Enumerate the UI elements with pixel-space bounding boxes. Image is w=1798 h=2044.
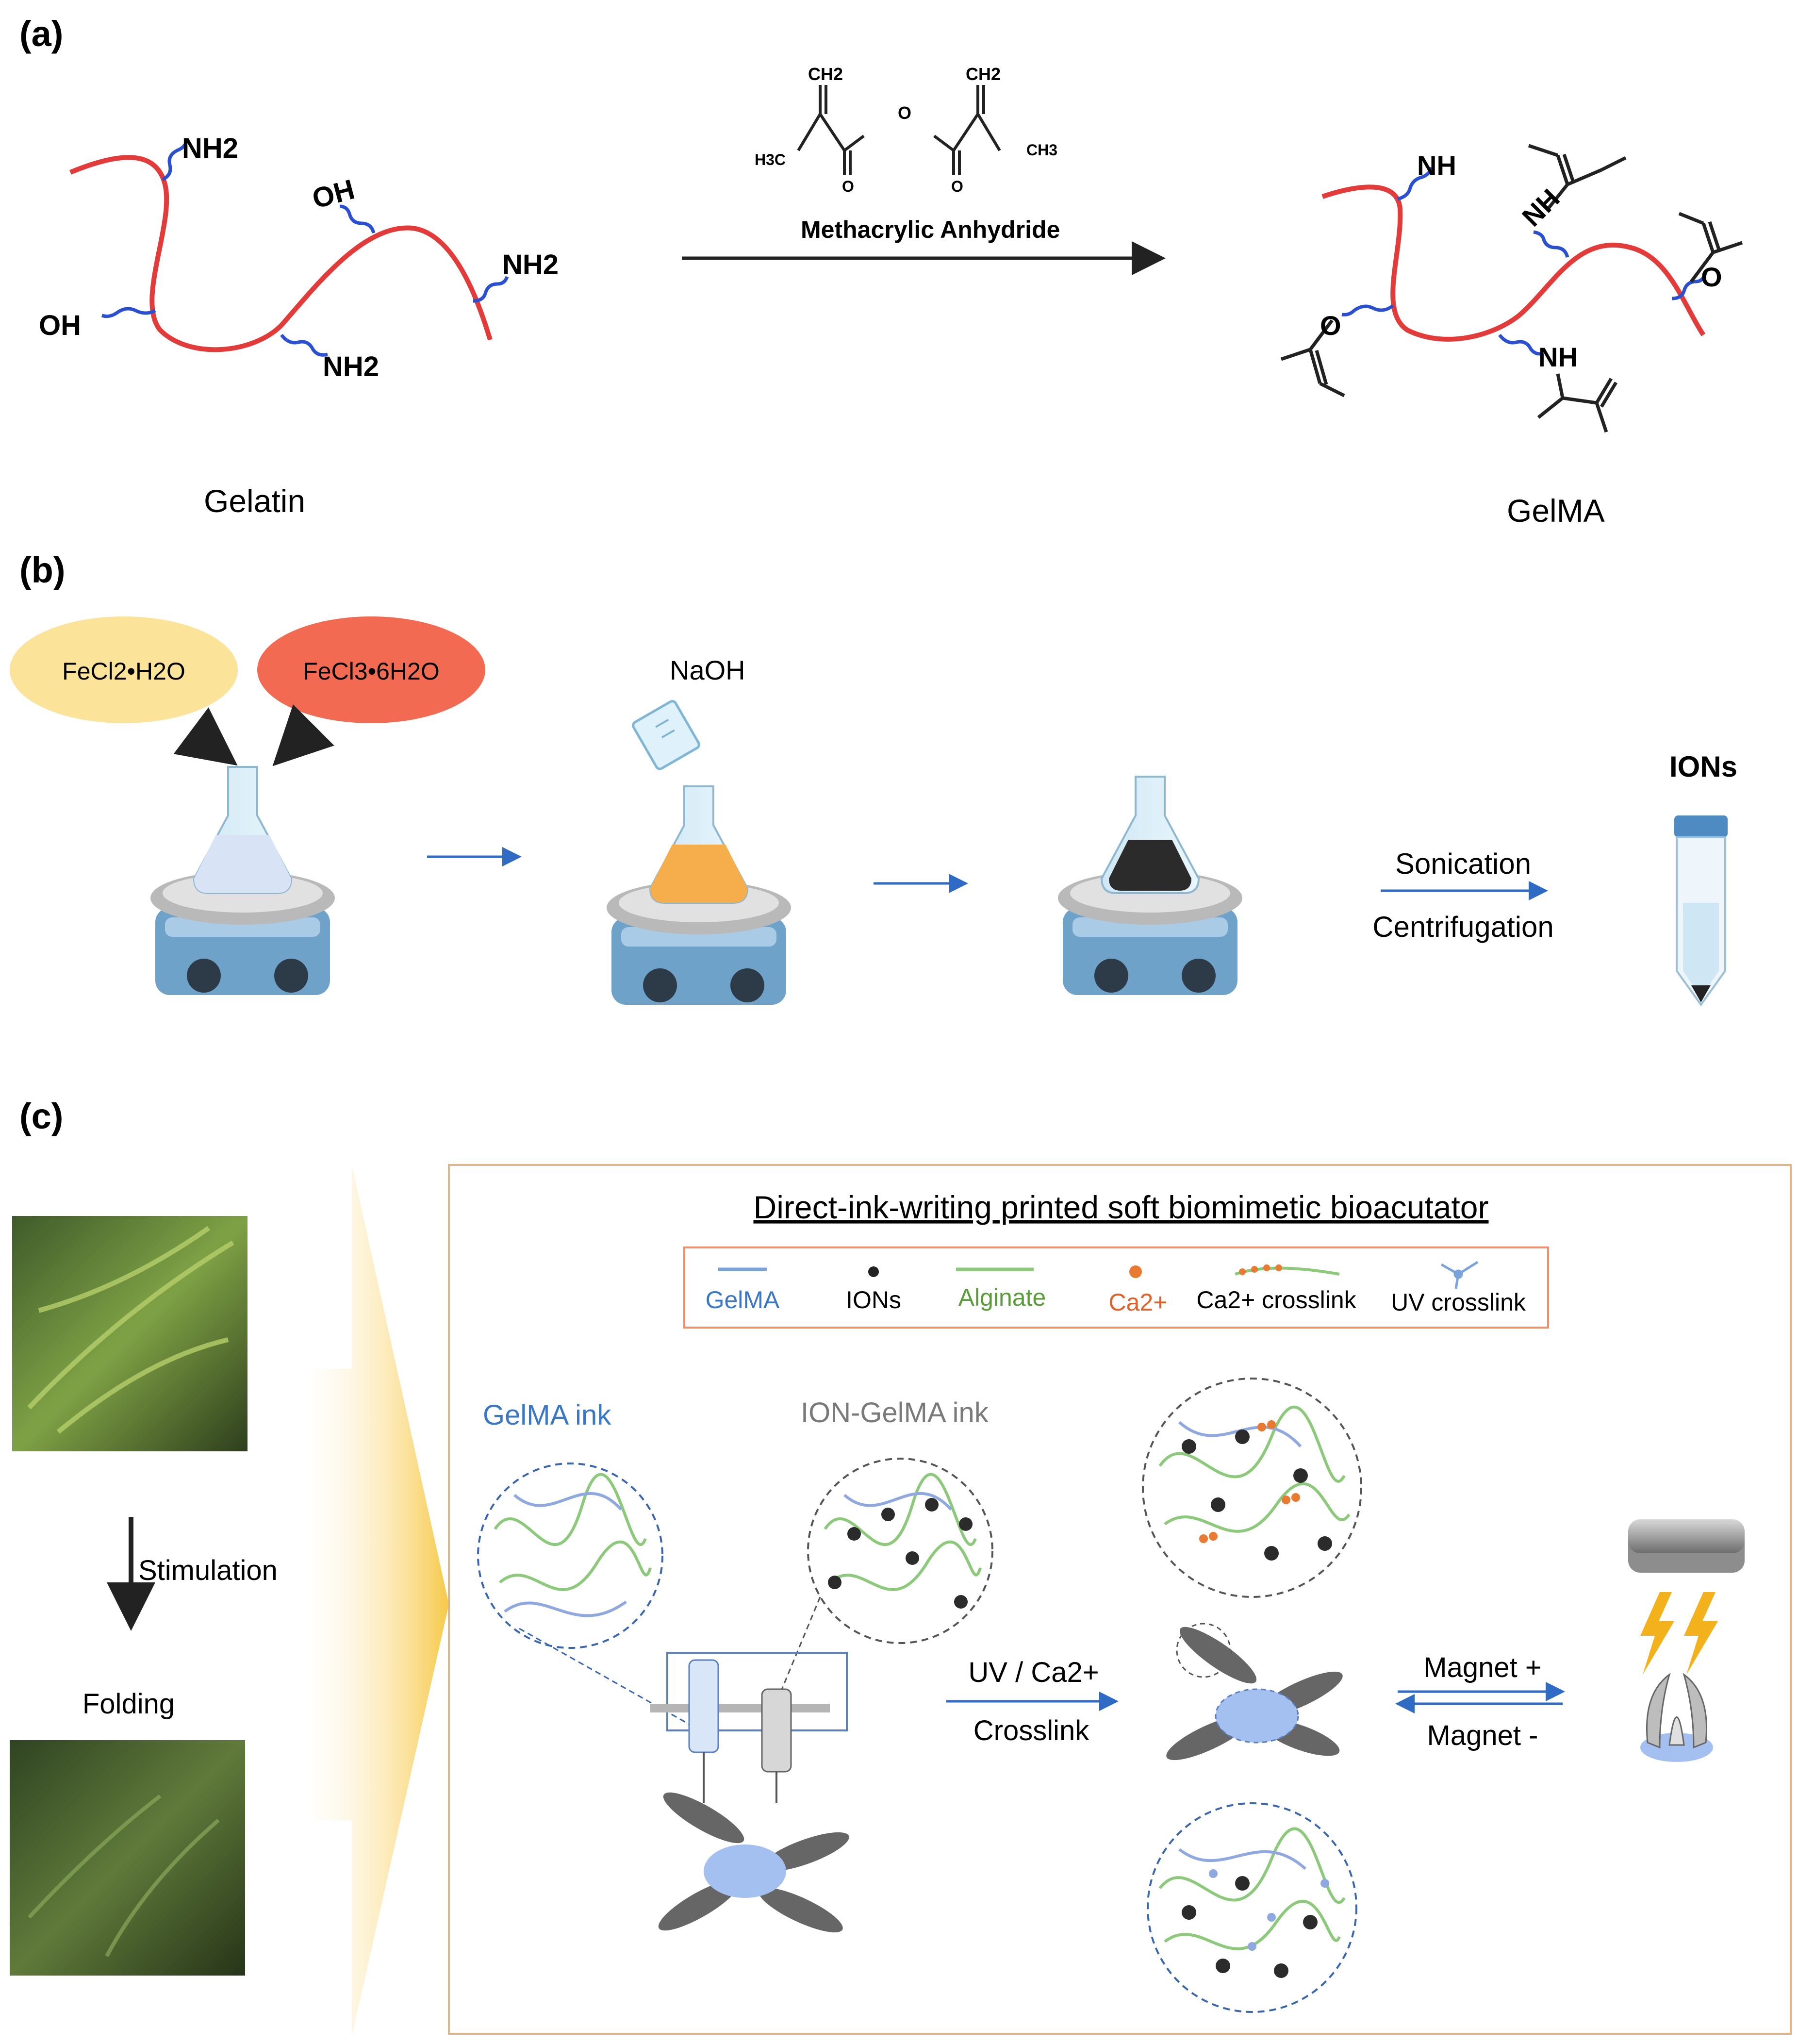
reagent-atom-o-bridge: O [898, 103, 911, 123]
legend-ions-swatch [868, 1266, 879, 1277]
printed-actuator-flat [658, 1792, 849, 1933]
ion-gelma-ink-bubble [807, 1458, 993, 1644]
printed-actuator-crosslinked [1166, 1627, 1343, 1761]
leaf-open-fronds [27, 1226, 234, 1434]
gelatin-chain [69, 138, 509, 357]
leaf-photo-folded [10, 1740, 245, 1976]
gelatin-caption: Gelatin [204, 483, 305, 519]
gelma-group-o-left: O [1320, 310, 1341, 341]
hotplate-stirrer-2 [607, 785, 791, 1005]
legend-ca-crosslink-label: Ca2+ crosslink [1196, 1286, 1356, 1313]
panel-b-label: (b) [19, 550, 66, 590]
reagent1-label: FeCl2•H2O [62, 658, 185, 685]
gelma-group-nh-top: NH [1417, 150, 1456, 181]
centrifuge-tube-icon [1674, 815, 1728, 1007]
zoom-line-2 [766, 1596, 821, 1726]
legend-gelma-label: GelMA [706, 1286, 780, 1313]
process-box [448, 1164, 1792, 2035]
gelma-group-o-right: O [1701, 262, 1722, 292]
naoh-beaker-icon [632, 700, 700, 770]
gelatin-group-oh-left: OH [39, 310, 81, 341]
ink1-label: GelMA ink [483, 1399, 611, 1431]
leaf-folded-fronds [28, 1794, 220, 1957]
merge-arrow-left [173, 707, 238, 766]
reagent-atom-h3c: H3C [755, 151, 786, 168]
gelma-methacrylate-groups [1280, 144, 1743, 433]
gelatin-group-oh-top: OH [309, 173, 358, 215]
reagent2-oval [257, 616, 485, 723]
magnet-plus-label: Magnet + [1423, 1652, 1541, 1683]
crosslinked-top-bubble [1142, 1378, 1362, 1598]
step-label-top: Sonication [1395, 848, 1531, 880]
reagent-atom-ch2-right: CH2 [966, 64, 1001, 84]
printer-nozzles [650, 1652, 848, 1803]
legend-box [683, 1246, 1549, 1329]
crosslinked-bottom-bubble [1147, 1802, 1357, 2013]
legend-ca-label: Ca2+ [1109, 1289, 1168, 1316]
panel-a-label: (a) [19, 14, 63, 54]
crosslink-label-bottom: Crosslink [973, 1715, 1089, 1746]
transition-big-arrow [311, 1165, 449, 2036]
gelma-group-nh-bottom: NH [1538, 342, 1578, 372]
reagent1-oval [10, 616, 238, 723]
process-box-title: Direct-ink-writing printed soft biomimet… [754, 1189, 1489, 1225]
legend-ions-label: IONs [846, 1286, 901, 1313]
legend-uv-crosslink-label: UV crosslink [1391, 1289, 1526, 1316]
base-label: NaOH [670, 655, 745, 685]
reagent-atom-o-right: O [951, 178, 963, 195]
methacrylic-anhydride-structure [797, 85, 1001, 175]
legend-uv-crosslink-swatch [1440, 1261, 1479, 1289]
gelatin-group-nh2-bottom: NH2 [323, 351, 379, 382]
gelma-chain [1321, 166, 1708, 356]
reagent-name: Methacrylic Anhydride [801, 216, 1060, 243]
reagent-atom-o-left: O [842, 178, 854, 195]
legend-alginate-label: Alginate [958, 1284, 1046, 1311]
gelatin-group-nh2-right: NH2 [502, 249, 559, 281]
leaf-photo-open [12, 1216, 247, 1451]
panel-c-label: (c) [19, 1096, 63, 1136]
step-label-bottom: Centrifugation [1372, 911, 1554, 943]
gelma-caption: GelMA [1507, 493, 1605, 529]
ink2-label: ION-GelMA ink [801, 1397, 989, 1429]
hotplate-stirrer-1 [150, 766, 335, 995]
crosslink-label-top: UV / Ca2+ [968, 1657, 1099, 1688]
lightning-icon [1640, 1592, 1718, 1675]
product-label: IONs [1669, 750, 1737, 783]
legend-ca-crosslink-swatch [1235, 1264, 1340, 1276]
hotplate-stirrer-3 [1058, 776, 1242, 995]
gelatin-group-nh2-top: NH2 [182, 133, 238, 164]
gelma-ink-bubble [477, 1462, 663, 1649]
zoom-line-1 [519, 1628, 692, 1727]
magnet-block-icon [1628, 1519, 1745, 1573]
magnet-minus-label: Magnet - [1427, 1720, 1538, 1751]
left-step-label: Stimulation [138, 1555, 278, 1586]
legend-ca-swatch [1129, 1265, 1142, 1278]
reagent-atom-ch2-left: CH2 [808, 64, 843, 84]
reagent2-label: FeCl3•6H2O [303, 658, 440, 685]
left-result-label: Folding [82, 1688, 175, 1720]
gelma-group-nh-mid: NH [1516, 183, 1566, 233]
merge-arrow-right [272, 704, 334, 766]
reagent-atom-ch3: CH3 [1026, 141, 1057, 159]
folded-actuator-icon [1640, 1673, 1713, 1762]
